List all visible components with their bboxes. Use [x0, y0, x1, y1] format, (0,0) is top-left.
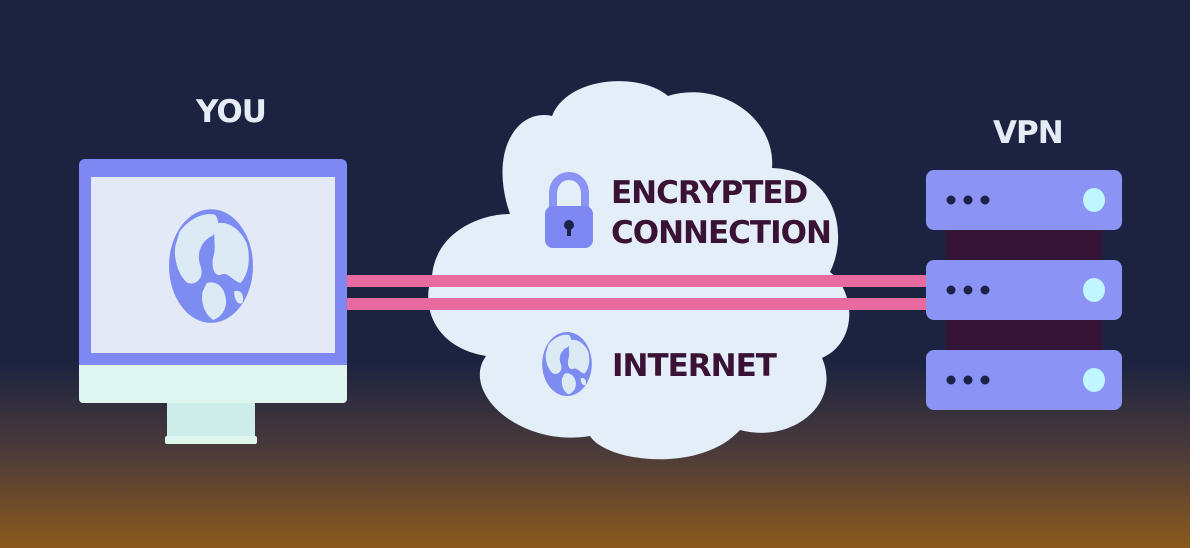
globe-icon [169, 209, 253, 323]
globe-icon [542, 332, 592, 396]
server-unit [926, 260, 1122, 320]
encrypted-tunnel [347, 275, 947, 310]
encrypted-label: ENCRYPTED [611, 175, 808, 211]
internet-label: INTERNET [612, 348, 777, 384]
connection-label: CONNECTION [611, 215, 832, 251]
server-unit [926, 350, 1122, 410]
you-label: YOU [196, 94, 267, 130]
vpn-label: VPN [993, 115, 1064, 151]
server-unit [926, 170, 1122, 230]
cloud-icon [428, 81, 850, 460]
lock-icon [545, 172, 593, 248]
